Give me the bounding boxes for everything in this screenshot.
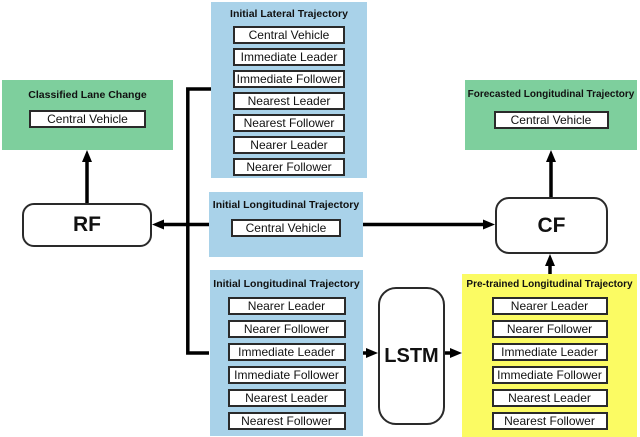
panel-initial-longitudinal-trajectory-mid: Initial Longitudinal Trajectory Central … (209, 192, 363, 257)
node-cf: CF (495, 197, 608, 254)
trajectory-item-chip: Immediate Follower (491, 366, 608, 384)
trajectory-item-chip: Nearer Leader (233, 136, 345, 154)
trajectory-item-chip: Central Vehicle (231, 219, 341, 237)
panel-initial-longitudinal-trajectory-bottom: Initial Longitudinal Trajectory Nearer L… (210, 270, 363, 436)
trajectory-item-chip: Central Vehicle (233, 26, 345, 44)
trajectory-item-chip: Nearest Leader (491, 389, 608, 407)
panel-title: Classified Lane Change (28, 89, 147, 101)
trajectory-item-chip: Nearest Follower (233, 114, 345, 132)
trajectory-item-chip: Immediate Leader (233, 48, 345, 66)
trajectory-item-chip: Nearer Follower (233, 158, 345, 176)
panel-title: Initial Longitudinal Trajectory (212, 199, 360, 211)
panel-title: Initial Longitudinal Trajectory (213, 278, 360, 290)
panel-title: Pre-trained Longitudinal Trajectory (466, 279, 633, 290)
trajectory-item-chip: Immediate Leader (227, 343, 346, 361)
panel-title: Forecasted Longitudinal Trajectory (467, 89, 635, 100)
connector-elbow-line (186, 87, 211, 355)
trajectory-item-chip: Immediate Follower (233, 70, 345, 88)
trajectory-item-chip: Nearer Leader (227, 297, 346, 315)
trajectory-item-chip: Nearest Leader (227, 389, 346, 407)
trajectory-item-chip: Nearest Follower (491, 412, 608, 430)
trajectory-item-chip: Central Vehicle (29, 110, 146, 128)
panel-pretrained-longitudinal-trajectory: Pre-trained Longitudinal Trajectory Near… (462, 274, 637, 437)
panel-title: Initial Lateral Trajectory (230, 8, 348, 20)
trajectory-item-chip: Nearer Leader (491, 297, 608, 315)
trajectory-item-chip: Immediate Follower (227, 366, 346, 384)
trajectory-item-chip: Immediate Leader (491, 343, 608, 361)
trajectory-item-chip: Nearer Follower (227, 320, 346, 338)
panel-initial-lateral-trajectory: Initial Lateral Trajectory Central Vehic… (211, 2, 367, 178)
node-lstm: LSTM (378, 287, 445, 425)
trajectory-item-chip: Nearest Follower (227, 412, 346, 430)
panel-forecasted-longitudinal-trajectory: Forecasted Longitudinal Trajectory Centr… (465, 80, 637, 150)
trajectory-item-chip: Central Vehicle (493, 111, 609, 129)
node-rf: RF (22, 203, 152, 247)
trajectory-item-chip: Nearer Follower (491, 320, 608, 338)
panel-classified-lane-change: Classified Lane Change Central Vehicle (2, 80, 173, 150)
trajectory-item-chip: Nearest Leader (233, 92, 345, 110)
